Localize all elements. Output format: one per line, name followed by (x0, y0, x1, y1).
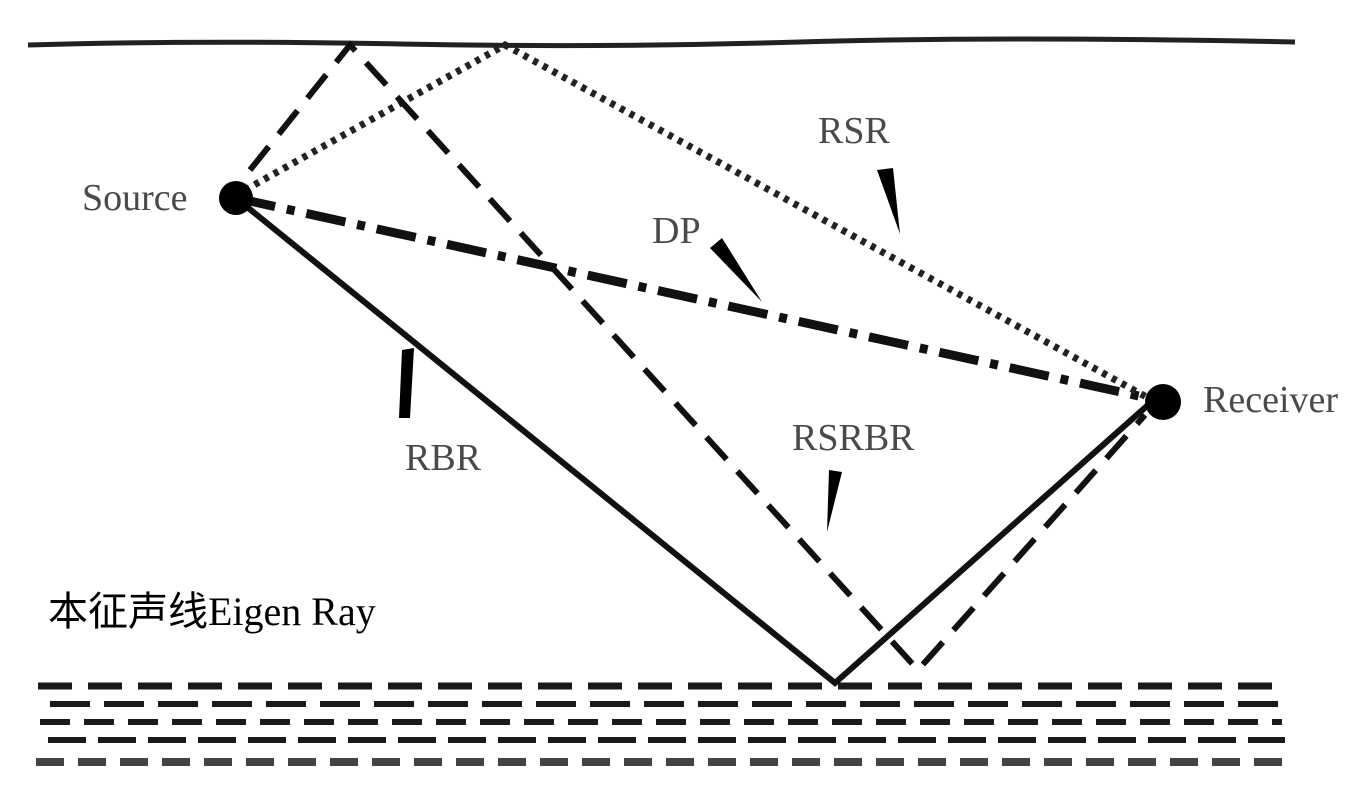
source-label: Source (82, 177, 188, 219)
dp-pointer (710, 238, 762, 302)
diagram-caption: 本征声线Eigen Ray (48, 589, 376, 635)
sea-surface-line (27, 36, 1296, 49)
source-marker (219, 181, 253, 215)
rbr-pointer (399, 348, 414, 418)
ray-dp (235, 193, 1149, 403)
dp-label: DP (652, 210, 701, 252)
ray-rsrbr (247, 40, 1148, 675)
rsrbr-label: RSRBR (792, 417, 915, 459)
rbr-label: RBR (405, 437, 482, 479)
rsr-pointer (877, 168, 900, 234)
receiver-label: Receiver (1203, 379, 1338, 421)
caption-english: Eigen Ray (208, 589, 376, 634)
receiver-marker (1145, 384, 1181, 420)
ray-rsr (243, 41, 1154, 404)
label-pointers (399, 168, 900, 532)
rsr-label: RSR (818, 110, 890, 152)
sea-bottom (36, 682, 1285, 766)
ray-rbr (234, 195, 1150, 687)
rsrbr-pointer (827, 470, 842, 532)
caption-chinese: 本征声线 (48, 589, 208, 635)
